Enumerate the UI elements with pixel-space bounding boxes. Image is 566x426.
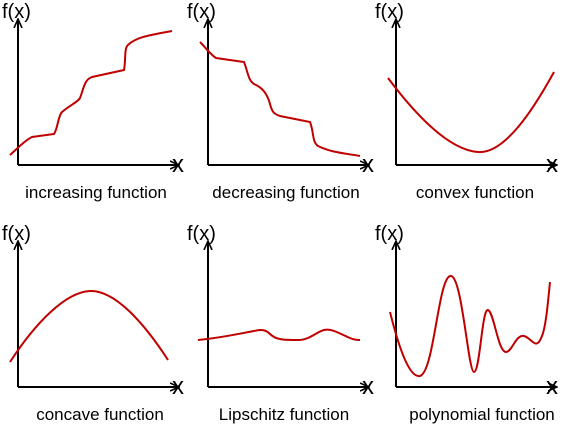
convex-curve xyxy=(387,71,555,154)
y-axis-label: f(x) xyxy=(375,1,404,23)
x-axis-label: x xyxy=(362,151,374,178)
x-axis-label: x xyxy=(172,151,184,178)
caption-concave: concave function xyxy=(36,405,164,424)
x-axis-label: x xyxy=(172,373,184,400)
panel-polynomial: f(x) x polynomial function xyxy=(375,223,558,424)
panel-lipschitz: f(x) x Lipschitz function xyxy=(187,223,374,424)
caption-lipschitz: Lipschitz function xyxy=(219,405,349,424)
caption-convex: convex function xyxy=(416,183,534,202)
caption-polynomial: polynomial function xyxy=(409,405,555,424)
panel-increasing: f(x) x increasing function xyxy=(2,1,184,202)
lipschitz-curve xyxy=(197,328,361,342)
y-axis-label: f(x) xyxy=(187,223,216,245)
x-axis-label: x xyxy=(546,373,558,400)
decreasing-curve xyxy=(199,41,361,157)
caption-increasing: increasing function xyxy=(25,183,167,202)
y-axis-label: f(x) xyxy=(2,223,31,245)
increasing-curve xyxy=(9,30,173,156)
y-axis-label: f(x) xyxy=(375,223,404,245)
y-axis-label: f(x) xyxy=(187,1,216,23)
x-axis-label: x xyxy=(546,151,558,178)
concave-curve xyxy=(9,289,169,363)
panel-decreasing: f(x) x decreasing function xyxy=(187,1,374,202)
polynomial-curve xyxy=(389,274,551,378)
panel-convex: f(x) x convex function xyxy=(375,1,558,202)
panel-concave: f(x) x concave function xyxy=(2,223,184,424)
caption-decreasing: decreasing function xyxy=(212,183,359,202)
y-axis-label: f(x) xyxy=(2,1,31,23)
x-axis-label: x xyxy=(362,373,374,400)
